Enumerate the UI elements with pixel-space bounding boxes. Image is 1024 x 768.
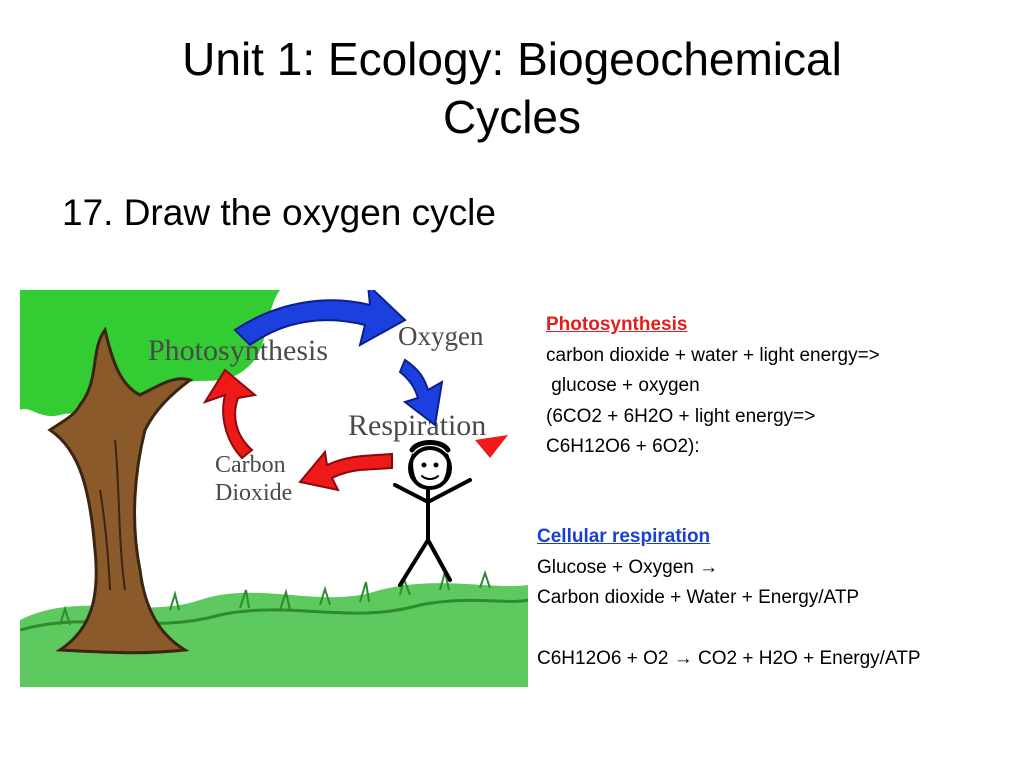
- tree-icon: [20, 290, 280, 655]
- curved-arrow-icon: [202, 368, 258, 460]
- photosynthesis-notes: Photosynthesis carbon dioxide + water + …: [546, 310, 880, 463]
- respiration-line3: C6H12O6 + O2 → CO2 + H2O + Energy/ATP: [537, 648, 921, 669]
- oxygen-cycle-illustration: Photosynthesis Oxygen Respiration Carbon…: [19, 282, 529, 687]
- stick-person-icon: [393, 440, 472, 587]
- photosynthesis-line1: carbon dioxide + water + light energy=>: [546, 344, 880, 366]
- respiration-heading: Cellular respiration: [537, 526, 711, 547]
- slide-subtitle: 17. Draw the oxygen cycle: [62, 192, 496, 233]
- label-respiration: Respiration: [348, 409, 486, 442]
- photosynthesis-line2: glucose + oxygen: [546, 375, 700, 396]
- red-flag-shape: [475, 435, 508, 458]
- photosynthesis-line3: (6CO2 + 6H2O + light energy=>: [546, 405, 816, 427]
- diagram-labels: Photosynthesis Oxygen Respiration Carbon…: [148, 321, 486, 506]
- curved-arrow-icon: [398, 358, 444, 427]
- slide-title: Unit 1: Ecology: Biogeochemical Cycles: [0, 30, 1024, 146]
- label-photosynthesis: Photosynthesis: [148, 334, 328, 367]
- curved-arrow-icon: [298, 449, 393, 492]
- label-dioxide: Dioxide: [215, 480, 292, 506]
- photosynthesis-line4: C6H12O6 + 6O2):: [546, 436, 700, 457]
- slide-title-line2: Cycles: [442, 91, 582, 143]
- photosynthesis-heading: Photosynthesis: [546, 314, 688, 335]
- red-arrows: [202, 368, 508, 492]
- respiration-spacer: [537, 614, 921, 645]
- respiration-line2: Carbon dioxide + Water + Energy/ATP: [537, 587, 860, 608]
- blue-arrows: [233, 282, 444, 427]
- respiration-notes: Cellular respiration Glucose + Oxygen → …: [537, 522, 921, 675]
- slide-title-line1: Unit 1: Ecology: Biogeochemical: [182, 33, 842, 85]
- label-carbon: Carbon: [215, 452, 286, 478]
- oxygen-cycle-diagram: Photosynthesis Oxygen Respiration Carbon…: [19, 282, 529, 687]
- curved-arrow-icon: [233, 282, 407, 347]
- label-oxygen: Oxygen: [398, 321, 484, 351]
- respiration-line1: Glucose + Oxygen →: [537, 556, 719, 578]
